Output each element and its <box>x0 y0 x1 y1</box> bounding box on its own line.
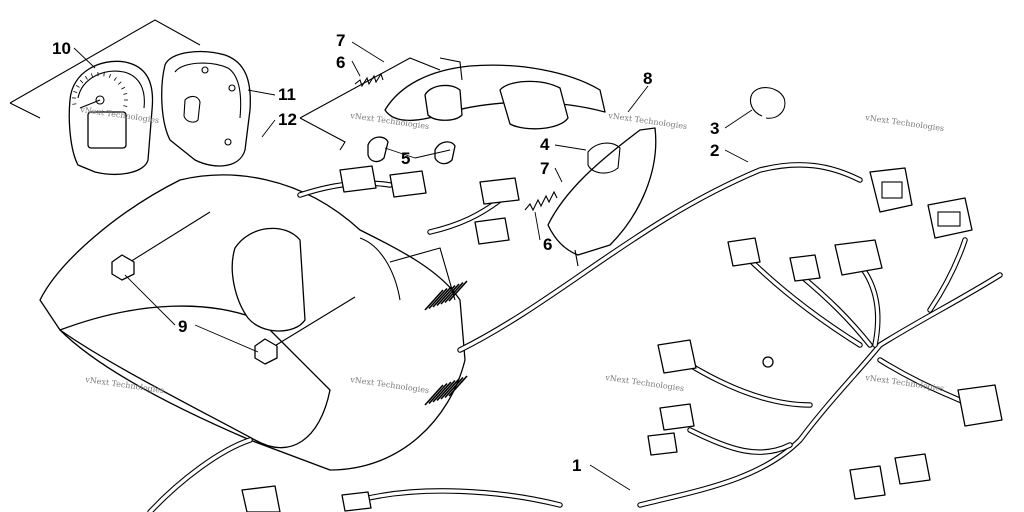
mount-group-bracket <box>299 57 441 151</box>
vent-louvre <box>448 375 468 397</box>
wiring-harness <box>147 162 1003 512</box>
connector-mid-small <box>789 254 821 282</box>
connector-bottom-mid <box>341 491 372 512</box>
retaining-ring <box>749 87 786 119</box>
bolt-lower <box>254 296 356 365</box>
gauge-tick <box>117 81 122 85</box>
callout-7-upper: 7 <box>336 31 345 50</box>
lower-spring <box>524 190 558 212</box>
vent-louvre <box>428 287 448 310</box>
vent-louvre <box>436 284 456 307</box>
vent-louvre <box>440 283 460 305</box>
watermark-text: vNext Technologies <box>607 111 688 131</box>
vent-louvre <box>428 382 448 405</box>
ring-terminal <box>762 356 774 368</box>
upper-spring <box>354 72 384 88</box>
callout-10: 10 <box>52 39 71 58</box>
leader-lines <box>73 41 753 491</box>
callout-6-lower: 6 <box>543 235 552 254</box>
gauge-tick <box>123 93 128 95</box>
gauge-tick <box>90 73 93 78</box>
gauge-tick <box>73 90 78 93</box>
gauge-tick <box>108 73 112 78</box>
connector-bottom-left <box>241 485 281 512</box>
instrument-group-bracket <box>9 19 201 119</box>
connector-pair-right <box>474 177 520 245</box>
gauge-tick <box>79 79 84 84</box>
callout-8: 8 <box>643 69 652 88</box>
gauge-tick <box>123 105 128 107</box>
elbow-left <box>367 136 389 163</box>
callout-7-lower: 7 <box>540 159 549 178</box>
connector-lower-right <box>957 384 1003 427</box>
connector-top-right <box>927 197 973 239</box>
connector-2 <box>869 167 913 213</box>
connector-lower-left <box>657 339 697 374</box>
connector-lower-left-2 <box>647 403 695 456</box>
callout-5: 5 <box>401 149 410 168</box>
vent-louvre <box>424 384 444 406</box>
vent-louvre <box>432 381 452 403</box>
connector-center <box>834 239 883 276</box>
vent-louvre <box>436 379 456 402</box>
watermark-text: vNext Technologies <box>864 113 945 133</box>
callout-4: 4 <box>540 135 550 154</box>
gauge-tick <box>75 85 80 88</box>
callout-1: 1 <box>572 456 581 475</box>
gauge-tick <box>85 75 88 80</box>
callout-11: 11 <box>278 85 296 104</box>
callout-12: 12 <box>278 110 297 129</box>
vent-louvre <box>444 376 464 399</box>
callout-3: 3 <box>710 119 719 138</box>
side-housing <box>547 127 657 267</box>
vent-louvre <box>424 289 444 311</box>
vent-louvre <box>444 281 464 304</box>
bolt-upper <box>111 211 211 281</box>
upper-housing <box>384 57 606 130</box>
connector-pair-left <box>339 165 427 198</box>
fairing <box>39 174 468 471</box>
connector-left-small <box>727 237 761 267</box>
callout-9: 9 <box>178 317 187 336</box>
gauge-tick <box>121 86 126 90</box>
callout-2: 2 <box>710 141 719 160</box>
watermark-text: vNext Technologies <box>604 373 685 393</box>
callout-6-upper: 6 <box>336 53 345 72</box>
vent-louvre <box>432 286 452 308</box>
gauge-tick <box>72 103 77 105</box>
elbow-right <box>434 141 456 165</box>
gauge-tick <box>113 77 117 81</box>
gauge-tick <box>103 72 105 77</box>
instrument-cluster <box>68 60 154 175</box>
connector-bottom-right <box>849 453 931 500</box>
instrument-housing <box>161 50 251 167</box>
vent-louvre <box>440 378 460 400</box>
callout-labels: 10 11 12 7 6 8 3 2 4 7 5 6 9 1 <box>52 31 719 475</box>
vent-louvre <box>448 280 468 302</box>
